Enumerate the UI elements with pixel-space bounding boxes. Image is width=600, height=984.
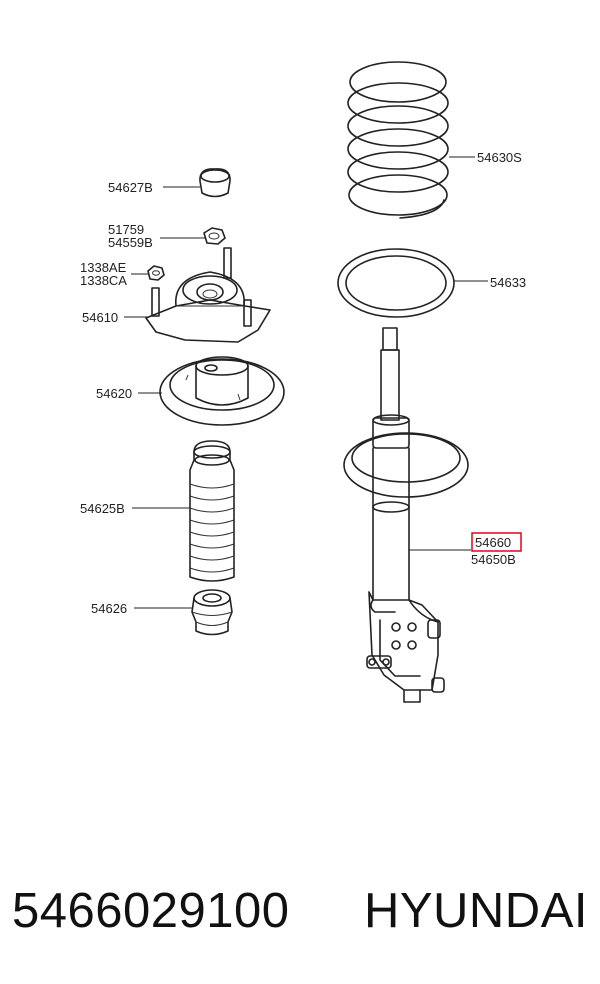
label-54630S: 54630S [477,150,522,165]
dust-cap-drawing [199,168,231,198]
highlight-box-54660 [471,532,522,552]
flange-nut-drawing [147,265,165,281]
lock-nut-drawing [203,227,226,245]
brand-caption: HYUNDAI [363,884,588,938]
label-54627B: 54627B [108,180,153,195]
label-1338CA: 1338CA [80,273,127,288]
label-54625B: 54625B [80,501,125,516]
strut-mount-drawing [145,247,271,343]
dust-cover-boot-drawing [189,440,235,582]
bump-stopper-drawing [191,589,233,636]
label-54660: 54660 [475,535,511,550]
label-51759: 51759 [108,222,144,237]
coil-spring-drawing [347,61,449,219]
label-54559B: 54559B [108,235,153,250]
label-54626: 54626 [91,601,127,616]
label-54633: 54633 [490,275,526,290]
strut-assembly-drawing [343,327,469,703]
caption-bar: 5466029100 HYUNDAI [12,876,588,946]
label-54620: 54620 [96,386,132,401]
spring-seat-insulator-drawing [159,356,285,426]
spring-pad-drawing [337,248,455,318]
label-54610: 54610 [82,310,118,325]
part-number-caption: 5466029100 [12,884,290,938]
label-54650B: 54650B [471,552,516,567]
label-1338AE: 1338AE [80,260,127,275]
